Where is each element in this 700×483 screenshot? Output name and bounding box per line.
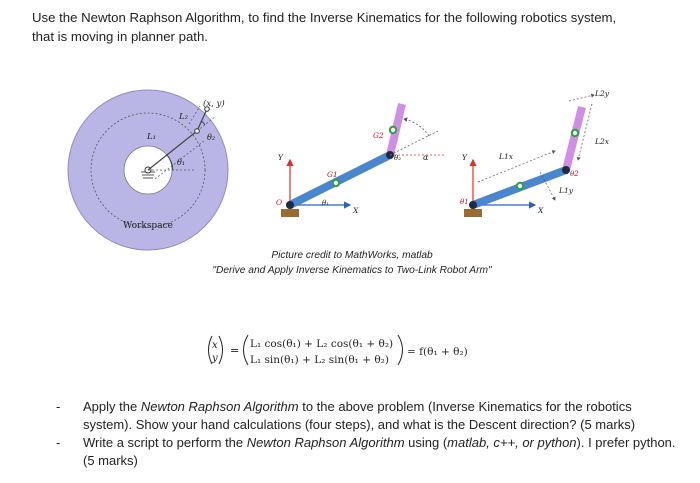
task-text-pre: Write a script to perform the [83,435,247,450]
end-effector [204,106,210,112]
task-text-post: ). I prefer python. (5 marks) [83,435,676,468]
y-symbol: y [211,353,218,364]
link2-marker [570,128,580,138]
y-axis-label: Y [462,153,468,162]
g1-label: G1 [327,170,338,179]
task-bullet: - [56,399,61,414]
link1 [286,151,394,209]
l2x-arrow [576,103,593,161]
credit-line-1: Picture credit to MathWorks, matlab [271,250,433,261]
outer-reach-dashed-circle [90,112,206,228]
equation-row-1: L₁ cos(θ₁) + L₂ cos(θ₁ + θ₂) [250,338,393,350]
forward-kinematics-equation: x y = L₁ cos(θ₁) + L₂ cos(θ₁ + θ₂) L₁ si… [208,334,468,366]
elbow-joint [562,166,570,174]
arm-figure-2: Y X L2y L2x L1x L1y θ1 θ2 [460,89,610,217]
theta2-label: θ₂ [207,133,215,142]
task-text-mid: to the above problem (Inverse Kinematics… [83,399,636,432]
l1-label: L₁ [146,132,156,142]
task-list: - Apply the Newton Raphson Algorithm to … [56,398,676,470]
y-axis-label: Y [278,153,284,162]
link2 [562,106,586,171]
task-text-emphasis: Newton Raphson Algorithm [140,399,299,414]
equation-row-2: L₁ sin(θ₁) + L₂ sin(θ₁ + θ₂) [250,354,389,366]
theta2-label: θ₂ [394,154,401,162]
theta1-label: θ₁ [322,199,329,207]
equation-rhs: = f(θ₁ + θ₂) [407,346,468,358]
x-symbol: x [212,340,218,351]
task-item: - Write a script to perform the Newton R… [56,434,676,470]
l2-label: L₂ [178,112,189,122]
arm-figure-1: Y X G2 G1 θ₂ α θ₁ O [276,103,445,217]
l2y-arrow [568,93,595,102]
task-text-languages: matlab, c++, or python [447,435,577,450]
l2x-label: L2x [594,137,610,146]
link1-extension-dashed [389,130,439,156]
alpha-label: α [423,153,429,162]
task-item: - Apply the Newton Raphson Algorithm to … [56,398,676,434]
equals-sign: = [230,344,239,357]
l1y-arrow [539,171,556,201]
x-axis-label: X [352,206,359,215]
workspace-figure: (x, y) L₂ L₁ θ₂ θ₁ Workspace [67,89,229,251]
task-text-emphasis: Newton Raphson Algorithm [246,435,405,450]
elbow-joint [194,128,200,134]
picture-credit: Picture credit to MathWorks, matlab "Der… [0,248,700,278]
xy-point-label: (x, y) [203,98,225,109]
theta1-label: θ₁ [177,158,185,167]
g1-marker [331,178,341,188]
link2-line [196,108,208,132]
l2y-label: L2y [594,89,610,98]
workspace-label: Workspace [123,221,173,231]
l1x-label: L1x [498,152,514,161]
theta2-arc [200,120,206,126]
rhs-left-paren [243,334,249,366]
base-block [464,209,482,217]
link1-extension-dashed [196,115,217,132]
task-bullet: - [56,435,61,450]
theta1-label: θ1 [460,198,469,206]
intro-line-1: Use the Newton Raphson Algorithm, to fin… [32,10,617,25]
intro-line-2: that is moving in planner path. [32,29,208,44]
task-text-pre: Apply the [83,399,141,414]
theta2-arc [403,117,430,137]
link1-marker [515,181,525,191]
x-axis-label: X [537,206,544,215]
xy-vector-left-paren [208,335,213,365]
credit-line-2: "Derive and Apply Inverse Kinematics to … [212,265,492,276]
l1y-label: L1y [558,186,574,195]
link2-offset-dashed [188,105,201,125]
l1x-arrow [477,150,556,183]
base-joint [469,201,477,209]
base-joint [286,201,294,209]
base-block [281,209,299,217]
question-intro: Use the Newton Raphson Algorithm, to fin… [32,8,672,46]
link1-line [147,130,198,171]
g2-label: G2 [373,131,384,140]
theta2-label: θ2 [570,170,579,178]
g2-marker [388,125,398,135]
rhs-right-paren [397,334,403,366]
task-text-mid: using ( [404,435,448,450]
xy-vector-right-paren [218,335,223,365]
origin-label: O [276,198,282,207]
theta1-arc [166,154,174,171]
